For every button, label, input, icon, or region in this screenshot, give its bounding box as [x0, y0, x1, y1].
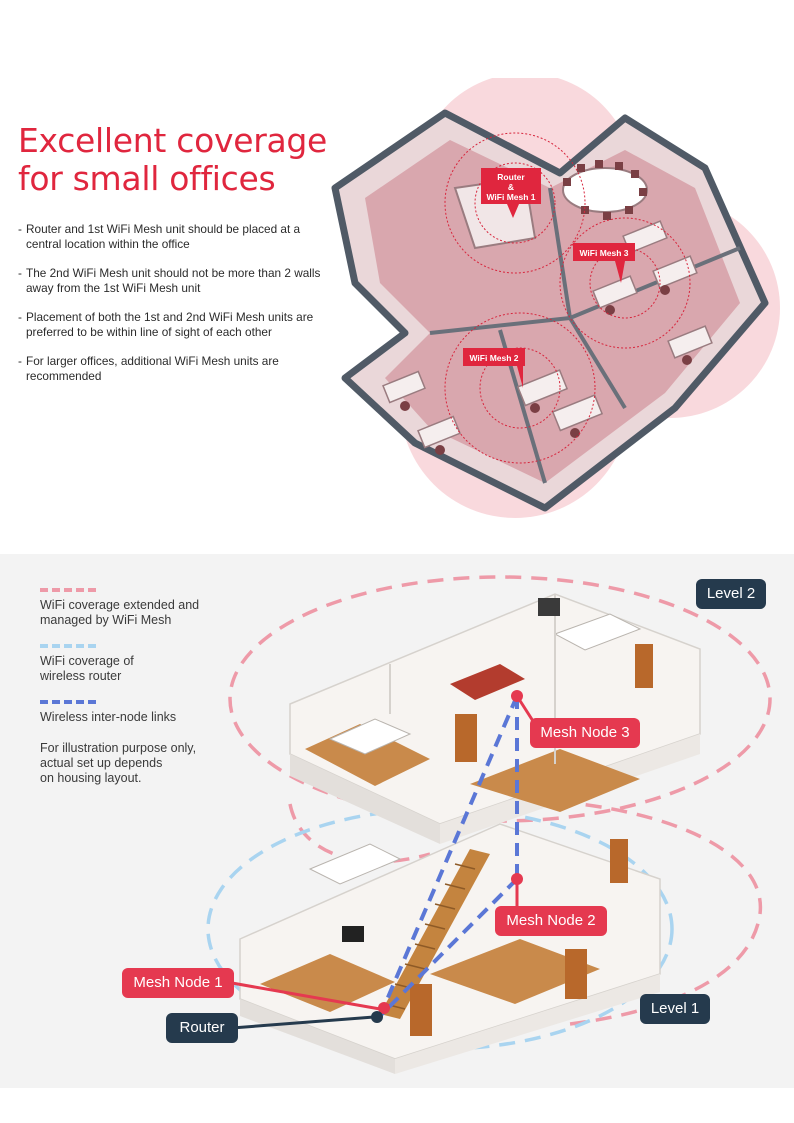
- guideline-item: -Router and 1st WiFi Mesh unit should be…: [18, 222, 301, 251]
- node1-leader-line: [231, 981, 381, 1011]
- home-legend: WiFi coverage extended and managed by Wi…: [40, 588, 260, 786]
- mesh-node2-label: Mesh Node 2: [495, 906, 607, 936]
- router-mesh1-callout: Router & WiFi Mesh 1: [481, 168, 541, 218]
- level2-lower-mesh-arc: [288, 803, 431, 864]
- mesh-coverage-swatch: [40, 588, 96, 592]
- conference-chairs: [563, 160, 647, 220]
- router-leader-line: [231, 1015, 375, 1030]
- guideline-item: -The 2nd WiFi Mesh unit should not be mo…: [18, 266, 321, 295]
- legend-item-mesh-coverage: WiFi coverage extended and managed by Wi…: [40, 588, 260, 628]
- svg-text:WiFi Mesh 1: WiFi Mesh 1: [486, 192, 535, 202]
- svg-text:WiFi Mesh 3: WiFi Mesh 3: [579, 248, 628, 258]
- wifi-mesh2-callout: WiFi Mesh 2: [463, 348, 525, 388]
- office-desk-chairs: [400, 248, 692, 455]
- router-coverage-swatch: [40, 644, 96, 648]
- level1-floor-block: [239, 823, 661, 1074]
- wifi-mesh3-callout: WiFi Mesh 3: [573, 243, 635, 283]
- svg-text:Router: Router: [497, 172, 525, 182]
- office-floorplan-illustration: Router & WiFi Mesh 1 WiFi Mesh 3 WiFi Me…: [331, 78, 780, 518]
- router-dot: [371, 1011, 383, 1023]
- legend-label: WiFi coverage of wireless router: [40, 654, 134, 683]
- legend-label: Wireless inter-node links: [40, 710, 177, 724]
- level2-floor-block: [289, 593, 701, 844]
- legend-label: WiFi coverage extended and managed by Wi…: [40, 598, 200, 627]
- mesh-node3-dot: [511, 690, 523, 702]
- mesh-node1-label: Mesh Node 1: [122, 968, 234, 998]
- router-label: Router: [166, 1013, 238, 1043]
- inter-node-swatch: [40, 700, 96, 704]
- home-panel: WiFi coverage extended and managed by Wi…: [0, 554, 794, 1088]
- inter-node-links: [378, 695, 519, 1018]
- illustration-disclaimer: For illustration purpose only, actual se…: [40, 741, 197, 785]
- office-panel: Excellent coverage for small offices -Ro…: [0, 0, 794, 540]
- office-floor-carpet: [365, 140, 740, 483]
- office-guidelines: -Router and 1st WiFi Mesh unit should be…: [16, 222, 336, 398]
- mesh-node3-label: Mesh Node 3: [530, 718, 640, 748]
- home-mesh-illustration: [206, 575, 772, 1074]
- level2-label: Level 2: [696, 579, 766, 609]
- guideline-item: -For larger offices, additional WiFi Mes…: [18, 354, 279, 383]
- mesh-node1-dot: [378, 1002, 390, 1014]
- svg-text:WiFi Mesh 2: WiFi Mesh 2: [469, 353, 518, 363]
- guideline-item: -Placement of both the 1st and 2nd WiFi …: [18, 310, 314, 339]
- level1-label: Level 1: [640, 994, 710, 1024]
- mesh-node2-dot: [511, 873, 523, 885]
- router-coverage-ring: [206, 807, 674, 1051]
- office-headline: Excellent coverage for small offices: [18, 121, 328, 198]
- legend-item-inter-node: Wireless inter-node links: [40, 700, 260, 725]
- office-work-desks: [382, 220, 713, 449]
- svg-text:&: &: [508, 182, 514, 192]
- legend-item-router-coverage: WiFi coverage of wireless router: [40, 644, 260, 684]
